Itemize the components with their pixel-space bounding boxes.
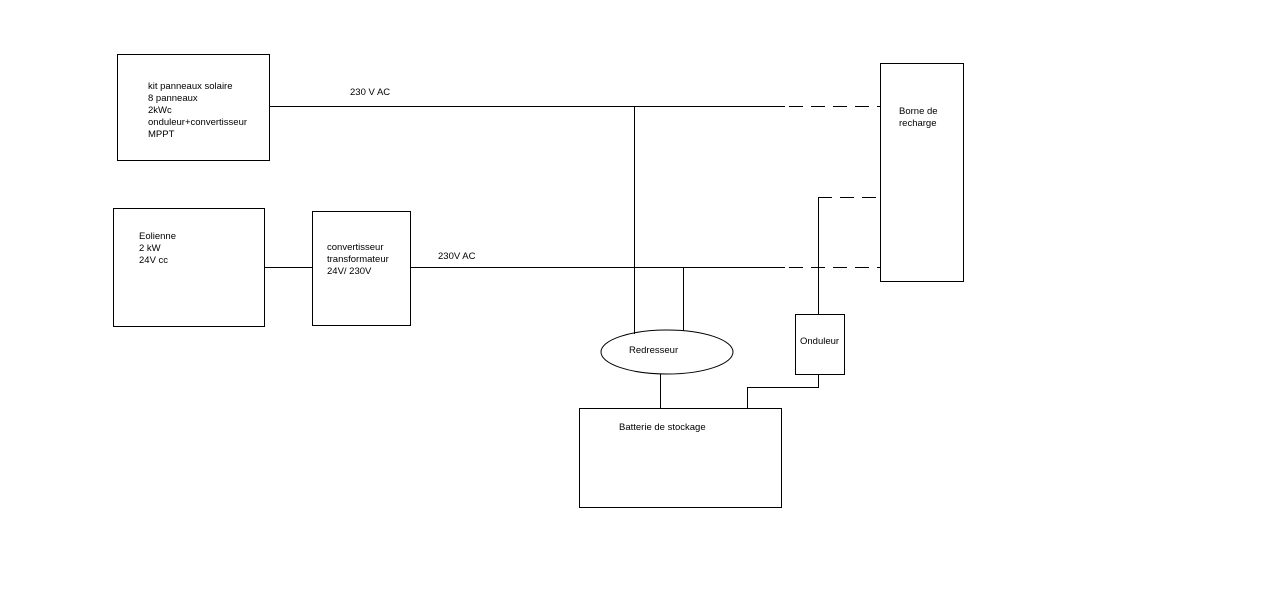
- wind-ac-voltage-label: 230V AC: [438, 251, 476, 262]
- solar-kit-line: 8 panneaux: [148, 93, 198, 104]
- solar-kit-label: kit panneaux solaire 8 panneaux 2kWc ond…: [148, 81, 247, 141]
- charging-station-line: recharge: [899, 118, 937, 129]
- inverter-box: [795, 314, 845, 375]
- converter-box: [312, 211, 411, 326]
- converter-line: transformateur: [327, 254, 389, 265]
- solar-kit-line: onduleur+convertisseur: [148, 117, 248, 128]
- charging-station-box: [880, 63, 964, 282]
- wind-turbine-box: [113, 208, 265, 327]
- charging-station-line: Borne de: [899, 106, 938, 117]
- solar-kit-line: MPPT: [148, 129, 175, 140]
- converter-label: convertisseur transformateur 24V/ 230V: [327, 242, 389, 278]
- converter-line: convertisseur: [327, 242, 384, 253]
- inverter-label: Onduleur: [800, 336, 840, 347]
- rectifier-label: Redresseur: [629, 345, 679, 356]
- solar-kit-line: kit panneaux solaire: [148, 81, 233, 92]
- battery-label: Batterie de stockage: [619, 422, 706, 433]
- solar-kit-line: 2kWc: [148, 105, 172, 116]
- wind-turbine-label: Eolienne 2 kW 24V cc: [139, 231, 176, 267]
- converter-line: 24V/ 230V: [327, 266, 372, 277]
- wind-turbine-line: 24V cc: [139, 255, 169, 266]
- wind-turbine-line: Eolienne: [139, 231, 176, 242]
- solar-ac-voltage-label: 230 V AC: [350, 87, 391, 98]
- rectifier-ellipse: [600, 329, 734, 375]
- wind-turbine-line: 2 kW: [139, 243, 161, 254]
- charging-station-label: Borne de recharge: [899, 106, 938, 130]
- battery-to-inverter-line: [747, 375, 819, 408]
- solar-kit-box: [117, 54, 270, 161]
- battery-box: [579, 408, 782, 508]
